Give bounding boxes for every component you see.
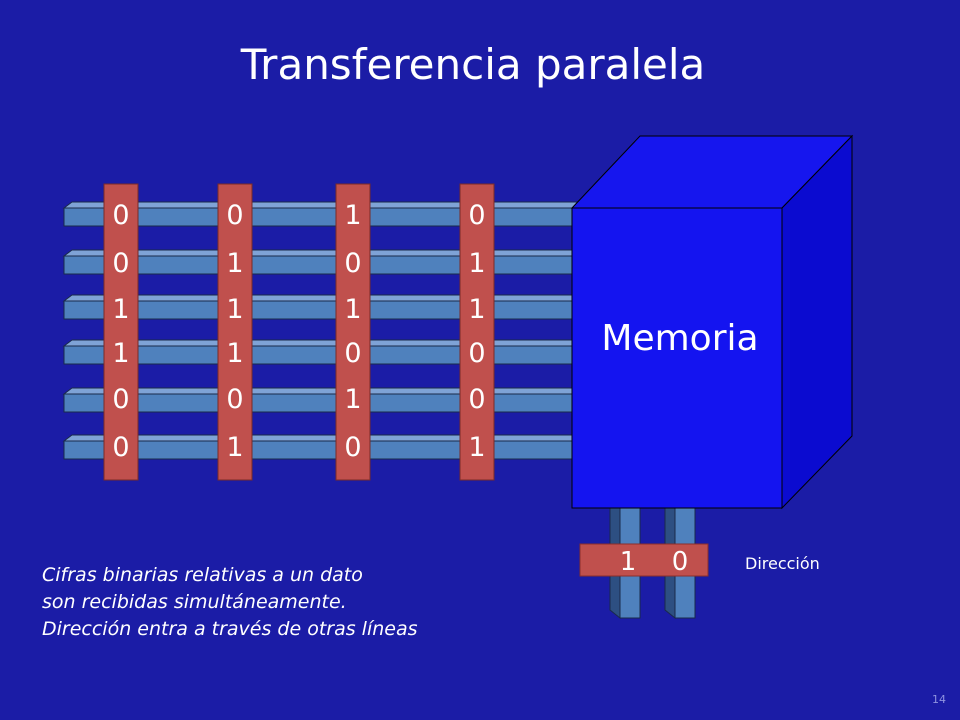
bit-digit: 0: [468, 384, 485, 415]
caption-line-3: Dirección entra a través de otras líneas: [42, 618, 418, 640]
bit-digit: 1: [344, 200, 361, 231]
bit-digit: 0: [226, 200, 243, 231]
bit-digit: 0: [468, 338, 485, 369]
address-register: 1 0: [579, 543, 709, 577]
bit-digit: 0: [344, 338, 361, 369]
caption-line-1: Cifras binarias relativas a un dato: [42, 564, 363, 586]
caption: Cifras binarias relativas a un dato son …: [42, 562, 418, 643]
data-bus-line: [62, 339, 582, 365]
bit-column-1: 0 0 1 1 0 0: [103, 183, 139, 481]
memory-label: Memoria: [601, 318, 758, 359]
address-label: Dirección: [745, 554, 820, 573]
memory-front-face: [571, 207, 783, 509]
bit-digit: 0: [112, 384, 129, 415]
address-bit-1: 1: [620, 547, 637, 577]
address-bit-2: 0: [672, 547, 689, 577]
bit-digit: 0: [344, 432, 361, 463]
bit-digit: 0: [112, 200, 129, 231]
bit-column-3: 1 0 1 0 1 0: [335, 183, 371, 481]
bit-digit: 1: [226, 432, 243, 463]
bit-digit: 1: [468, 432, 485, 463]
bit-digit: 1: [344, 384, 361, 415]
data-bus-line: [62, 387, 582, 413]
data-bus-line: [62, 294, 582, 320]
bit-digit: 1: [468, 294, 485, 325]
bit-digit: 1: [226, 294, 243, 325]
bit-digit: 0: [112, 248, 129, 279]
page-number: 14: [932, 693, 946, 706]
bit-digit: 1: [344, 294, 361, 325]
bit-digit: 1: [226, 248, 243, 279]
bit-digit: 1: [468, 248, 485, 279]
data-bus-line: [62, 249, 582, 275]
bit-digit: 0: [112, 432, 129, 463]
bit-digit: 0: [344, 248, 361, 279]
bit-digit: 0: [468, 200, 485, 231]
bit-digit: 1: [112, 294, 129, 325]
bit-column-4: 0 1 1 0 0 1: [459, 183, 495, 481]
data-bus-line: [62, 201, 582, 227]
slide-title: Transferencia paralela: [240, 40, 706, 89]
memory-cube: Memoria: [570, 134, 854, 510]
bit-digit: 1: [112, 338, 129, 369]
bit-digit: 1: [226, 338, 243, 369]
bit-digit: 0: [226, 384, 243, 415]
bit-column-2: 0 1 1 1 0 1: [217, 183, 253, 481]
data-bus-line: [62, 434, 582, 460]
caption-line-2: son recibidas simultáneamente.: [42, 591, 347, 613]
